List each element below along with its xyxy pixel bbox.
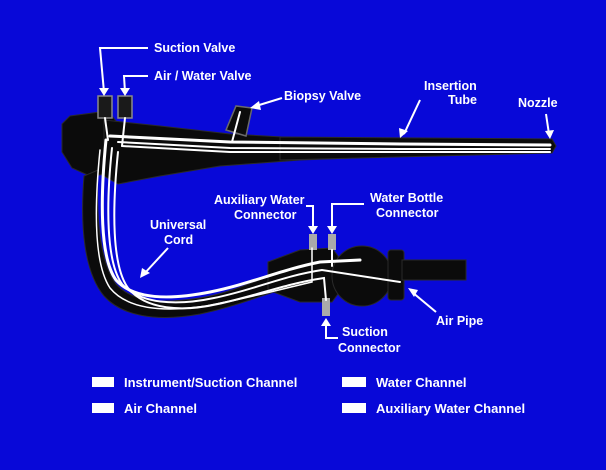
legend: Instrument/Suction Channel Water Channel…: [92, 375, 525, 416]
suction-valve-part: [97, 95, 113, 119]
leaders: [98, 47, 554, 339]
air-water-valve-part: [117, 95, 133, 119]
cord-channel-3: [113, 151, 327, 310]
auxiliary-water-connector-label-line1: Auxiliary Water: [214, 193, 305, 207]
suction-connector-leader: [325, 322, 338, 339]
water-bottle-leader: [331, 203, 364, 230]
suction-valve-label: Suction Valve: [154, 41, 235, 55]
cord-channel-4: [95, 149, 313, 310]
suction-valve-arrowhead: [99, 88, 109, 96]
legend-label-instrument-suction: Instrument/Suction Channel: [124, 375, 297, 390]
biopsy-valve-label: Biopsy Valve: [284, 89, 361, 103]
auxiliary-water-leader: [306, 205, 314, 230]
suction-valve-line: [104, 117, 109, 141]
channels: [95, 111, 552, 310]
legend-label-auxiliary-water: Auxiliary Water Channel: [376, 401, 525, 416]
air-water-valve-leader: [122, 75, 148, 93]
universal-cord-label-line1: Universal: [150, 218, 206, 232]
air-water-valve-label: Air / Water Valve: [154, 69, 252, 83]
legend-swatch-air: [92, 403, 114, 413]
universal-cord-label-line2: Cord: [164, 233, 193, 247]
biopsy-branch-line: [231, 111, 241, 143]
auxiliary-water-arrowhead: [308, 226, 318, 234]
suction-connector-arrowhead: [321, 318, 331, 326]
water-bottle-connector-part: [328, 234, 336, 250]
legend-swatch-instrument-suction: [92, 377, 114, 387]
legend-swatch-water: [342, 377, 366, 387]
legend-swatch-auxiliary-water: [342, 403, 366, 413]
air-pipe-leader: [411, 291, 437, 313]
air-pipe-label: Air Pipe: [436, 314, 483, 328]
suction-connector-part: [322, 298, 330, 316]
suction-valve-leader: [98, 47, 148, 93]
water-bottle-connector-label-line2: Connector: [376, 206, 439, 220]
cord-channel-1: [100, 138, 362, 299]
cord-channel-2: [107, 147, 401, 304]
insertion-tube-arrowhead: [399, 128, 408, 138]
labels: Suction Valve Air / Water Valve Biopsy V…: [150, 41, 558, 355]
insertion-tube-label-line1: Insertion: [424, 79, 477, 93]
biopsy-valve-port: [224, 105, 253, 137]
air-channel-line: [117, 141, 551, 150]
biopsy-valve-arrowhead: [250, 101, 261, 110]
legend-label-water: Water Channel: [376, 375, 467, 390]
suction-connector-label-line1: Suction: [342, 325, 388, 339]
connector-housing: [267, 247, 339, 303]
water-bottle-connector-label-line1: Water Bottle: [370, 191, 443, 205]
nozzle-arrowhead: [545, 130, 554, 139]
water-channel-line: [121, 145, 551, 153]
universal-cord-arrowhead: [140, 268, 150, 278]
instrument-suction-channel-line: [108, 134, 552, 147]
air-pipe-arrowhead: [408, 288, 418, 297]
suction-connector-label-line2: Connector: [338, 341, 401, 355]
insertion-tube-label-line2: Tube: [448, 93, 477, 107]
insertion-tube-leader: [403, 99, 421, 135]
water-bottle-arrowhead: [327, 226, 337, 234]
auxiliary-water-connector-label-line2: Connector: [234, 208, 297, 222]
nozzle-label: Nozzle: [518, 96, 558, 110]
air-water-valve-arrowhead: [120, 88, 130, 96]
light-guide-rod: [401, 259, 467, 281]
air-water-valve-line: [121, 117, 126, 147]
auxiliary-water-connector-part: [309, 234, 317, 250]
legend-label-air: Air Channel: [124, 401, 197, 416]
biopsy-valve-leader: [255, 97, 283, 107]
universal-cord-leader: [143, 247, 169, 275]
